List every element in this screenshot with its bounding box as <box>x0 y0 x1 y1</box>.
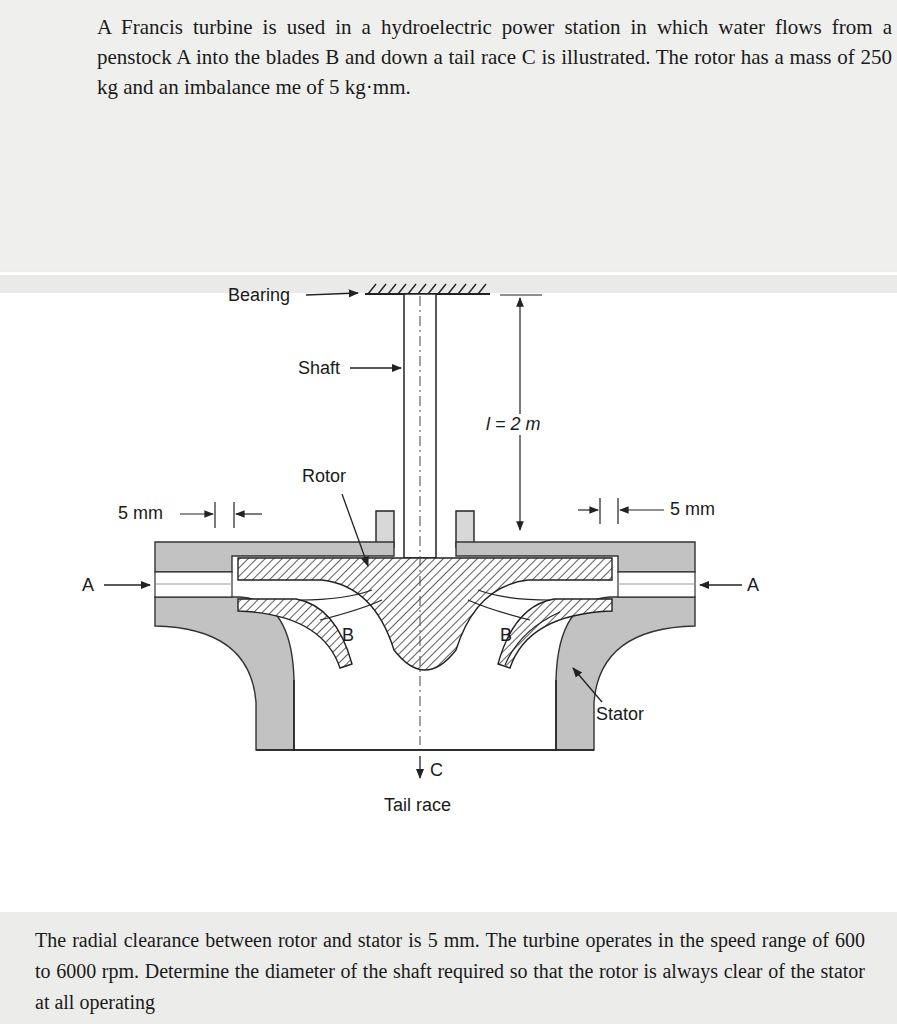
part-label: Bearing <box>228 285 290 306</box>
part-label: B <box>342 625 354 646</box>
stator <box>155 542 695 750</box>
part-label: C <box>430 760 443 781</box>
paper <box>0 912 897 1024</box>
part-label: Tail race <box>384 795 451 816</box>
problem-text: A Francis turbine is used in a hydroelec… <box>97 12 892 102</box>
problem-text: The radial clearance between rotor and s… <box>35 925 865 1018</box>
center-line <box>420 296 421 745</box>
rotor <box>238 558 612 670</box>
part-label: l = 2 m <box>484 414 543 435</box>
part-label: Shaft <box>298 358 340 379</box>
part-label: A <box>82 575 94 596</box>
figure-ground <box>0 272 897 912</box>
dimension-line <box>180 295 664 530</box>
part-label: 5 mm <box>118 503 163 524</box>
part-label: A <box>747 575 759 596</box>
tail-race <box>294 680 556 750</box>
part-label: Rotor <box>302 466 346 487</box>
page-shadow <box>0 275 897 293</box>
tail-race <box>256 749 594 751</box>
part-label: B <box>500 625 512 646</box>
blade <box>300 590 560 665</box>
leader-line <box>104 293 742 778</box>
part-label: Stator <box>596 704 644 725</box>
paper <box>0 0 897 270</box>
bearing-symbol <box>365 284 490 294</box>
part-label: 5 mm <box>670 499 715 520</box>
